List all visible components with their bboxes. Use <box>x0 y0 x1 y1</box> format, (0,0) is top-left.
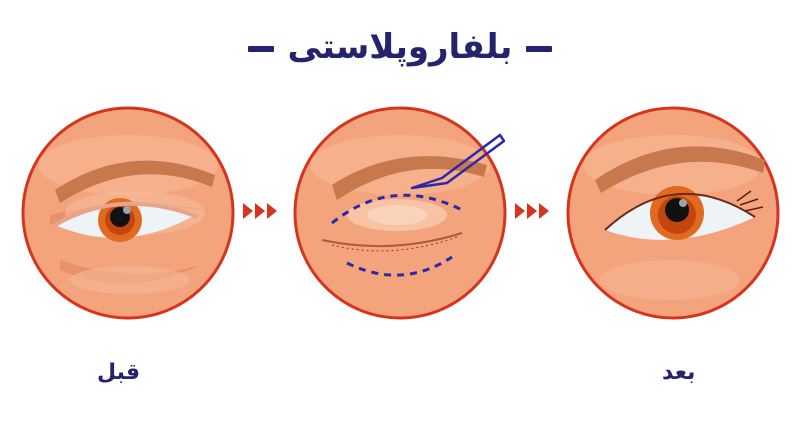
after-eye-illustration <box>565 105 781 321</box>
arrow-icon <box>243 203 253 219</box>
title-dash-left <box>247 45 274 52</box>
before-label: قبل <box>97 360 141 385</box>
title-dash-right <box>526 45 553 52</box>
arrow-icon <box>515 203 525 219</box>
surgery-eye-illustration <box>292 105 508 321</box>
progress-arrows-1 <box>243 203 277 223</box>
arrow-icon <box>527 203 537 219</box>
arrow-icon <box>255 203 265 219</box>
eye-after-icon <box>566 106 780 320</box>
title-text: بلفاروپلاستی <box>287 27 513 67</box>
eye-surgery-icon <box>293 106 507 320</box>
page-title: بلفاروپلاستی <box>0 22 800 72</box>
progress-arrows-2 <box>515 203 549 223</box>
eye-before-icon <box>21 106 235 320</box>
after-label: بعد <box>662 360 696 385</box>
before-eye-illustration <box>20 105 236 321</box>
arrow-icon <box>267 203 277 219</box>
arrow-icon <box>539 203 549 219</box>
